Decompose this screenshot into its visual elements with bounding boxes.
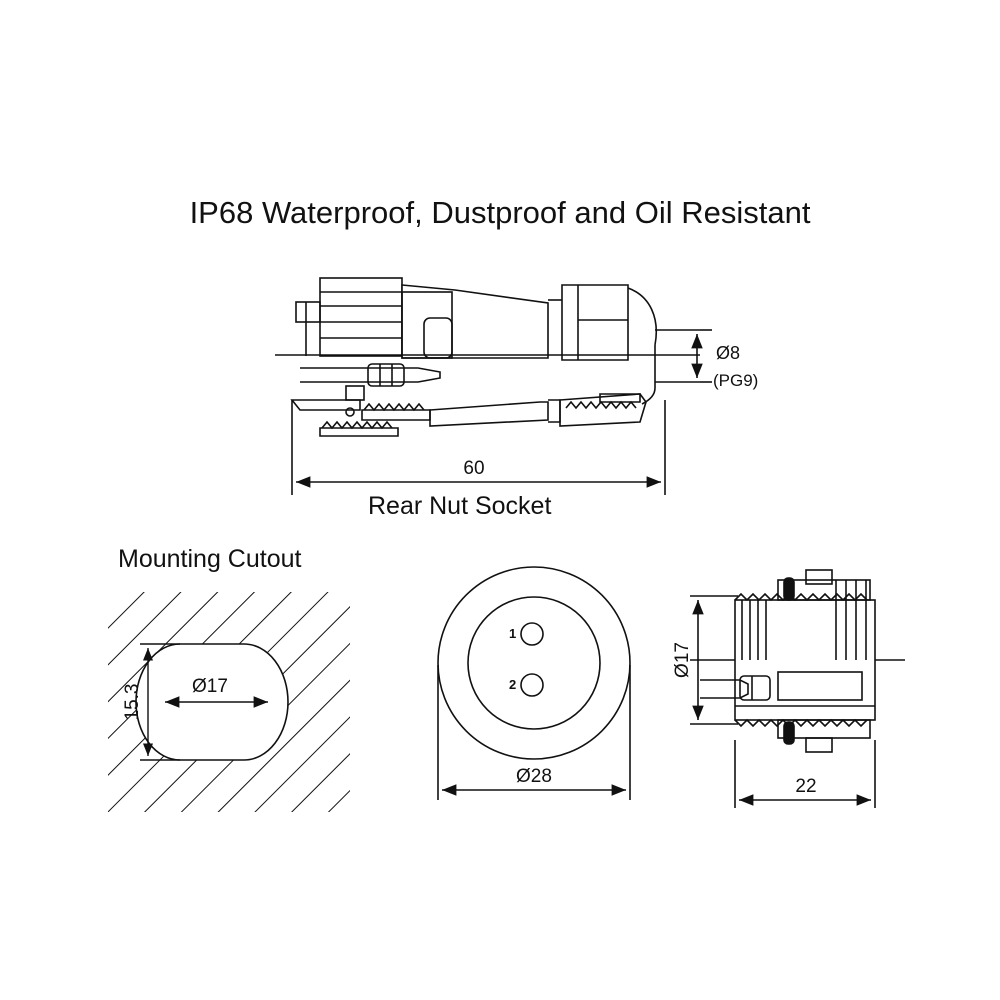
rear-socket-side-view — [275, 277, 712, 495]
pin-1-number: 1 — [509, 626, 516, 641]
socket-side-view — [690, 569, 905, 808]
cutout-diameter-dimension: Ø17 — [192, 676, 228, 697]
rear-cable-diameter-dimension: Ø8 — [716, 343, 740, 363]
pin-2-hole — [520, 673, 544, 697]
seal-ring-bottom — [783, 721, 795, 745]
rear-cable-thread-dimension: (PG9) — [713, 371, 758, 390]
front-diameter-dimension: Ø28 — [516, 766, 552, 787]
mounting-cutout-view — [108, 592, 350, 812]
side-diameter-dimension: Ø17 — [672, 642, 693, 678]
seal-ring-top — [783, 577, 795, 601]
rear-length-dimension: 60 — [463, 458, 484, 479]
pin-1-hole — [520, 622, 544, 646]
page-title: IP68 Waterproof, Dustproof and Oil Resis… — [189, 195, 811, 230]
socket-front-view — [437, 566, 631, 800]
rear-view-label: Rear Nut Socket — [368, 492, 552, 520]
pin-2-number: 2 — [509, 677, 516, 692]
cutout-flat-dimension: 15.3 — [122, 684, 143, 721]
cutout-view-label: Mounting Cutout — [118, 545, 302, 573]
side-length-dimension: 22 — [795, 776, 816, 797]
